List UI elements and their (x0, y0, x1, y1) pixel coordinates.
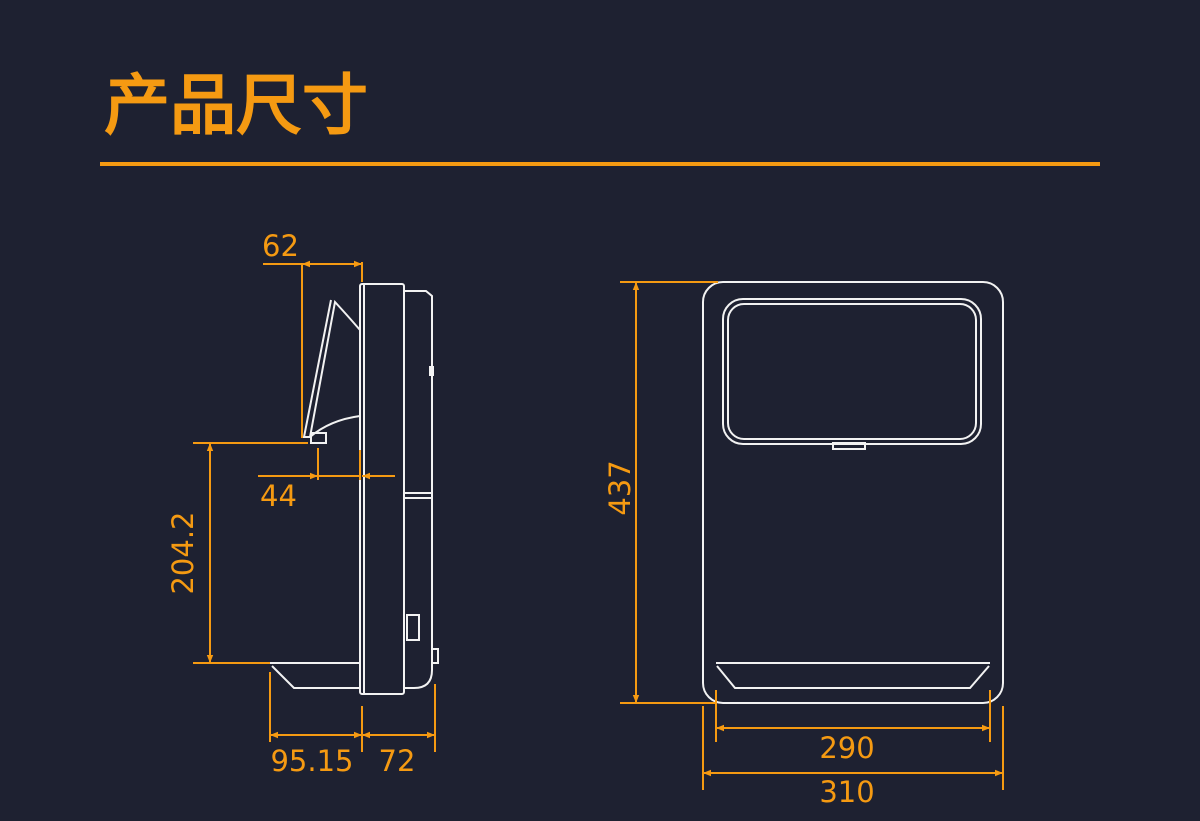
dim-tray-depth-label: 95.15 (270, 744, 353, 778)
side-view-drawing (270, 283, 439, 695)
dim-tray-width-label: 290 (819, 731, 874, 765)
dim-body-depth-label: 72 (379, 744, 416, 778)
dim-height-label: 437 (603, 460, 637, 515)
front-view-drawing (702, 281, 1004, 704)
dim-shelf-offset-label: 44 (260, 479, 297, 513)
dim-total-width-label: 310 (819, 775, 874, 809)
dim-shelf-height-label: 204.2 (166, 511, 200, 594)
dim-shelf-depth-label: 62 (262, 229, 299, 263)
side-view-dimensions: 62 44 204.2 95.15 72 (166, 229, 436, 778)
title-divider (100, 162, 1100, 166)
front-view-dimensions: 437 290 310 (603, 281, 1004, 809)
page-title: 产品尺寸 (104, 67, 368, 144)
